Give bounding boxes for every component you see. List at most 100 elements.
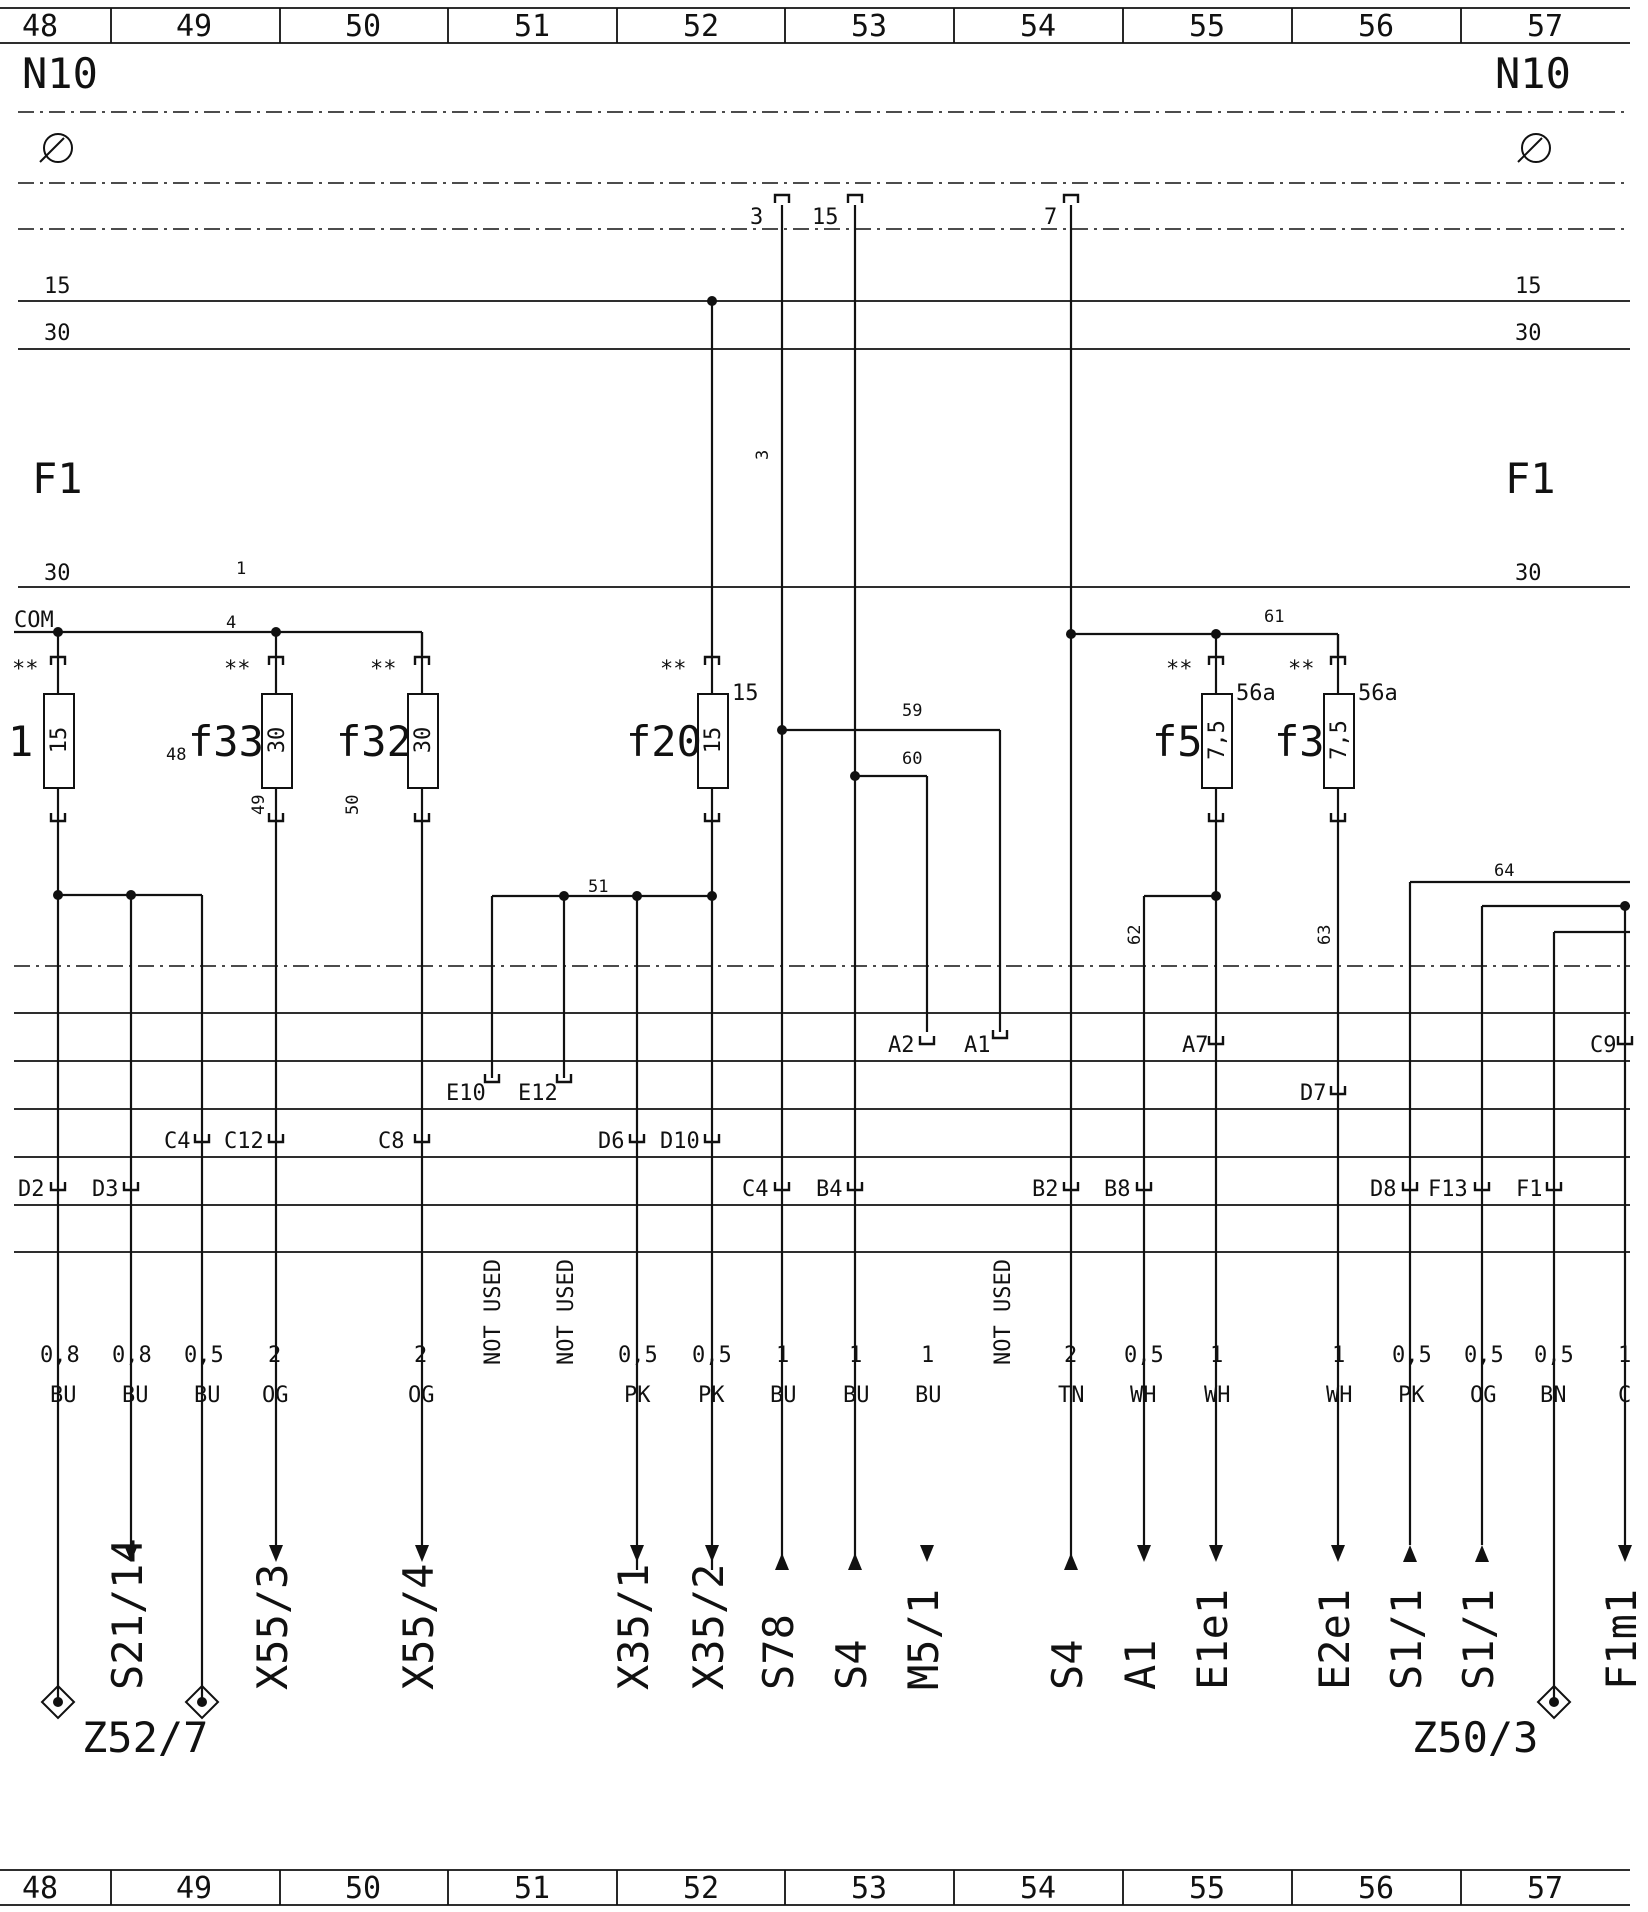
ground-symbol-icon	[1536, 1684, 1572, 1720]
svg-text:**: **	[12, 657, 39, 682]
wire-spec-7: 0,5PK	[618, 1343, 658, 1408]
wire-spec-11: 1BU	[915, 1343, 942, 1408]
svg-text:0,5: 0,5	[184, 1343, 224, 1368]
bus-30b-label-right: 30	[1515, 561, 1542, 586]
f1-label-left: F1	[32, 454, 83, 503]
bus-30-label-left: 30	[44, 321, 71, 346]
top-connector-3: 3	[750, 193, 791, 230]
connector-symbol-icon	[39, 133, 73, 163]
wire-spec-3: 2OG	[262, 1343, 289, 1408]
svg-text:f20: f20	[626, 717, 702, 766]
wire-spec-15: 1WH	[1204, 1343, 1231, 1408]
ground-symbol-icon	[184, 1684, 220, 1720]
dest-s78: S78	[754, 1614, 803, 1690]
pin-c12: C12	[224, 1129, 285, 1154]
svg-text:PK: PK	[1398, 1383, 1425, 1408]
pin-d3: D3	[92, 1177, 140, 1202]
dest-f1m1: F1m1	[1597, 1589, 1646, 1690]
dest-x35-2: X35/2	[684, 1564, 733, 1690]
pin-a2: A2	[888, 1033, 936, 1058]
wire-not-used-1: NOT USED	[481, 1259, 506, 1365]
svg-text:**: **	[1166, 657, 1193, 682]
wire-spec-4: 2OG	[408, 1343, 435, 1408]
pin-d6: D6	[598, 1129, 646, 1154]
wire-spec-18: 0,5OG	[1464, 1343, 1504, 1408]
wire-not-used-3: NOT USED	[991, 1259, 1016, 1365]
wire-spec-19: 0,5BN	[1534, 1343, 1574, 1408]
svg-text:A1: A1	[964, 1033, 991, 1058]
grid-col-54-bottom: 54	[1020, 1871, 1056, 1906]
svg-text:15: 15	[732, 681, 759, 706]
svg-text:D2: D2	[18, 1177, 45, 1202]
fuse-f5: 7,5 ** 56a f5	[1152, 634, 1276, 823]
dest-s1-1: S1/1	[1382, 1589, 1431, 1690]
wire-spec-0: 0,8BU	[40, 1343, 80, 1408]
grid-col-49: 49	[176, 9, 212, 44]
svg-text:1: 1	[1332, 1343, 1345, 1368]
grid-col-57: 57	[1527, 9, 1563, 44]
svg-text:B2: B2	[1032, 1177, 1059, 1202]
wire-number-48: 48	[166, 745, 186, 765]
wire-number-51: 51	[588, 877, 608, 897]
grid-col-52: 52	[683, 9, 719, 44]
pin-f13: F13	[1428, 1177, 1491, 1202]
n10-label-left: N10	[22, 49, 98, 98]
wire-spec-2: 0,5BU	[184, 1343, 224, 1408]
svg-text:15: 15	[47, 727, 72, 754]
pin-c8: C8	[378, 1129, 431, 1154]
svg-text:30: 30	[265, 727, 290, 754]
svg-text:7,5: 7,5	[1327, 720, 1352, 760]
pin-b2: B2	[1032, 1177, 1080, 1202]
pin-a1: A1	[964, 1030, 1009, 1058]
wire-spec-16: 1WH	[1326, 1343, 1353, 1408]
grid-col-56-bottom: 56	[1358, 1871, 1394, 1906]
grid-col-55: 55	[1189, 9, 1225, 44]
svg-text:D6: D6	[598, 1129, 625, 1154]
top-connector-15: 15	[812, 193, 864, 230]
fuse-f32: 30 ** f32 50	[336, 632, 439, 823]
svg-text:BU: BU	[843, 1383, 870, 1408]
wire-spec-9: 1BU	[770, 1343, 797, 1408]
wire-number-60: 60	[902, 749, 922, 769]
svg-text:PK: PK	[698, 1383, 725, 1408]
svg-text:0,5: 0,5	[692, 1343, 732, 1368]
grid-col-53-bottom: 53	[851, 1871, 887, 1906]
dest-x35-1: X35/1	[609, 1564, 658, 1690]
svg-text:f33: f33	[188, 717, 264, 766]
pin-b4: B4	[816, 1177, 864, 1202]
svg-text:2: 2	[268, 1343, 281, 1368]
wire-spec-17: 0,5PK	[1392, 1343, 1432, 1408]
pin-d8: D8	[1370, 1177, 1419, 1202]
wire-spec-8: 0,5PK	[692, 1343, 732, 1408]
connector-symbol-icon	[1517, 133, 1551, 163]
svg-text:A7: A7	[1182, 1033, 1209, 1058]
svg-text:2: 2	[414, 1343, 427, 1368]
grid-col-57-bottom: 57	[1527, 1871, 1563, 1906]
bus-15-label-right: 15	[1515, 274, 1542, 299]
ground-label-z50-3: Z50/3	[1412, 1713, 1538, 1762]
pin-c9: C9	[1590, 1033, 1634, 1058]
svg-text:0,5: 0,5	[1464, 1343, 1504, 1368]
grid-col-50: 50	[345, 9, 381, 44]
top-grid-bar: 48 49 50 51 52 53 54 55 56 57	[0, 7, 1630, 44]
pin-d7: D7	[1300, 1081, 1347, 1106]
svg-text:B4: B4	[816, 1177, 843, 1202]
svg-text:0,5: 0,5	[618, 1343, 658, 1368]
svg-text:E12: E12	[518, 1081, 558, 1106]
svg-text:TN: TN	[1058, 1383, 1085, 1408]
svg-text:**: **	[660, 657, 687, 682]
grid-col-48: 48	[22, 9, 58, 44]
wire-number-59: 59	[902, 701, 922, 721]
fuse-f33: 30 ** f33 48 49	[166, 632, 293, 823]
svg-text:WH: WH	[1326, 1383, 1353, 1408]
wire-spec-10: 1BU	[843, 1343, 870, 1408]
dest-x55-3: X55/3	[248, 1564, 297, 1690]
svg-text:C4: C4	[164, 1129, 191, 1154]
svg-text:BU: BU	[915, 1383, 942, 1408]
dest-s1-1-b: S1/1	[1454, 1589, 1503, 1690]
dest-a1: A1	[1116, 1639, 1165, 1690]
arrow-up-icon	[775, 1545, 1489, 1570]
wire-number-50: 50	[343, 795, 363, 815]
grid-col-54: 54	[1020, 9, 1056, 44]
svg-text:0,5: 0,5	[1392, 1343, 1432, 1368]
